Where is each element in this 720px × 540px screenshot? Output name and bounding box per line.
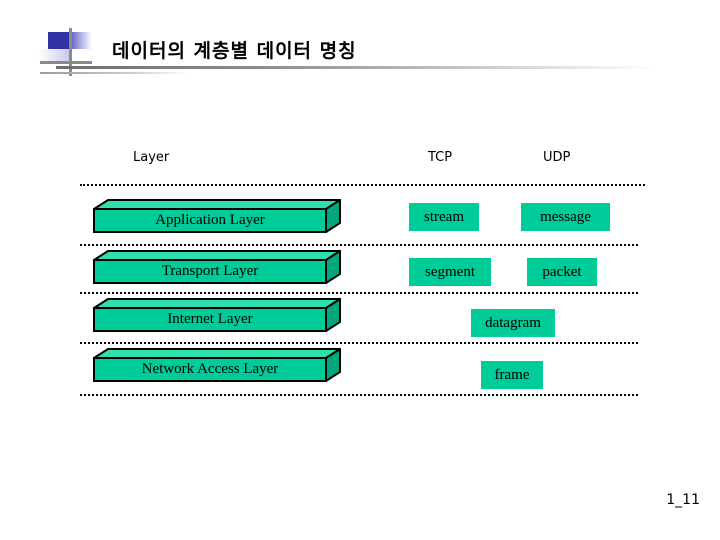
- title-underline-rule: [56, 66, 656, 69]
- layer-box-side-face: [325, 348, 341, 382]
- data-unit-label: packet: [542, 263, 582, 280]
- data-unit-message: message: [521, 203, 610, 231]
- data-unit-datagram: datagram: [471, 309, 555, 337]
- decoration-vertical-line: [69, 28, 72, 76]
- layer-box-network-access: Network Access Layer: [93, 348, 341, 382]
- decoration-blue-square: [48, 32, 70, 49]
- column-header-udp: UDP: [543, 150, 571, 165]
- page-title: 데이터의 계층별 데이터 명칭: [112, 40, 357, 62]
- layer-box-front-face: Application Layer: [93, 208, 327, 233]
- row-separator-internet: [80, 342, 638, 344]
- layer-box-side-face: [325, 298, 341, 332]
- data-unit-frame: frame: [481, 361, 543, 389]
- title-decoration: [38, 28, 94, 76]
- column-header-layer: Layer: [133, 150, 170, 165]
- data-unit-label: datagram: [485, 314, 541, 331]
- layer-box-transport: Transport Layer: [93, 250, 341, 284]
- layer-box-side-face: [325, 199, 341, 233]
- layer-box-side-face: [325, 250, 341, 284]
- row-separator-transport: [80, 292, 638, 294]
- layer-box-internet: Internet Layer: [93, 298, 341, 332]
- decoration-gradient-left: [38, 49, 70, 64]
- data-unit-segment: segment: [409, 258, 491, 286]
- title-underline-rule-secondary: [40, 72, 190, 74]
- layer-label: Application Layer: [155, 212, 265, 228]
- data-unit-packet: packet: [527, 258, 597, 286]
- decoration-horizontal-line: [40, 61, 92, 64]
- layer-box-front-face: Internet Layer: [93, 307, 327, 332]
- page-number: 1_11: [666, 492, 700, 508]
- layer-box-front-face: Transport Layer: [93, 259, 327, 284]
- row-separator-application: [80, 244, 638, 246]
- row-separator-header: [80, 184, 645, 186]
- data-unit-label: frame: [494, 366, 530, 383]
- data-unit-label: segment: [425, 263, 475, 280]
- layer-label: Network Access Layer: [141, 361, 279, 377]
- layer-box-application: Application Layer: [93, 199, 341, 233]
- data-unit-label: stream: [424, 208, 464, 225]
- column-header-tcp: TCP: [428, 150, 453, 165]
- data-unit-label: message: [540, 208, 591, 225]
- layer-box-front-face: Network Access Layer: [93, 357, 327, 382]
- layer-label: Transport Layer: [161, 263, 259, 279]
- row-separator-network-access: [80, 394, 638, 396]
- decoration-gradient-right: [70, 32, 92, 49]
- data-unit-stream: stream: [409, 203, 479, 231]
- layer-label: Internet Layer: [167, 311, 253, 327]
